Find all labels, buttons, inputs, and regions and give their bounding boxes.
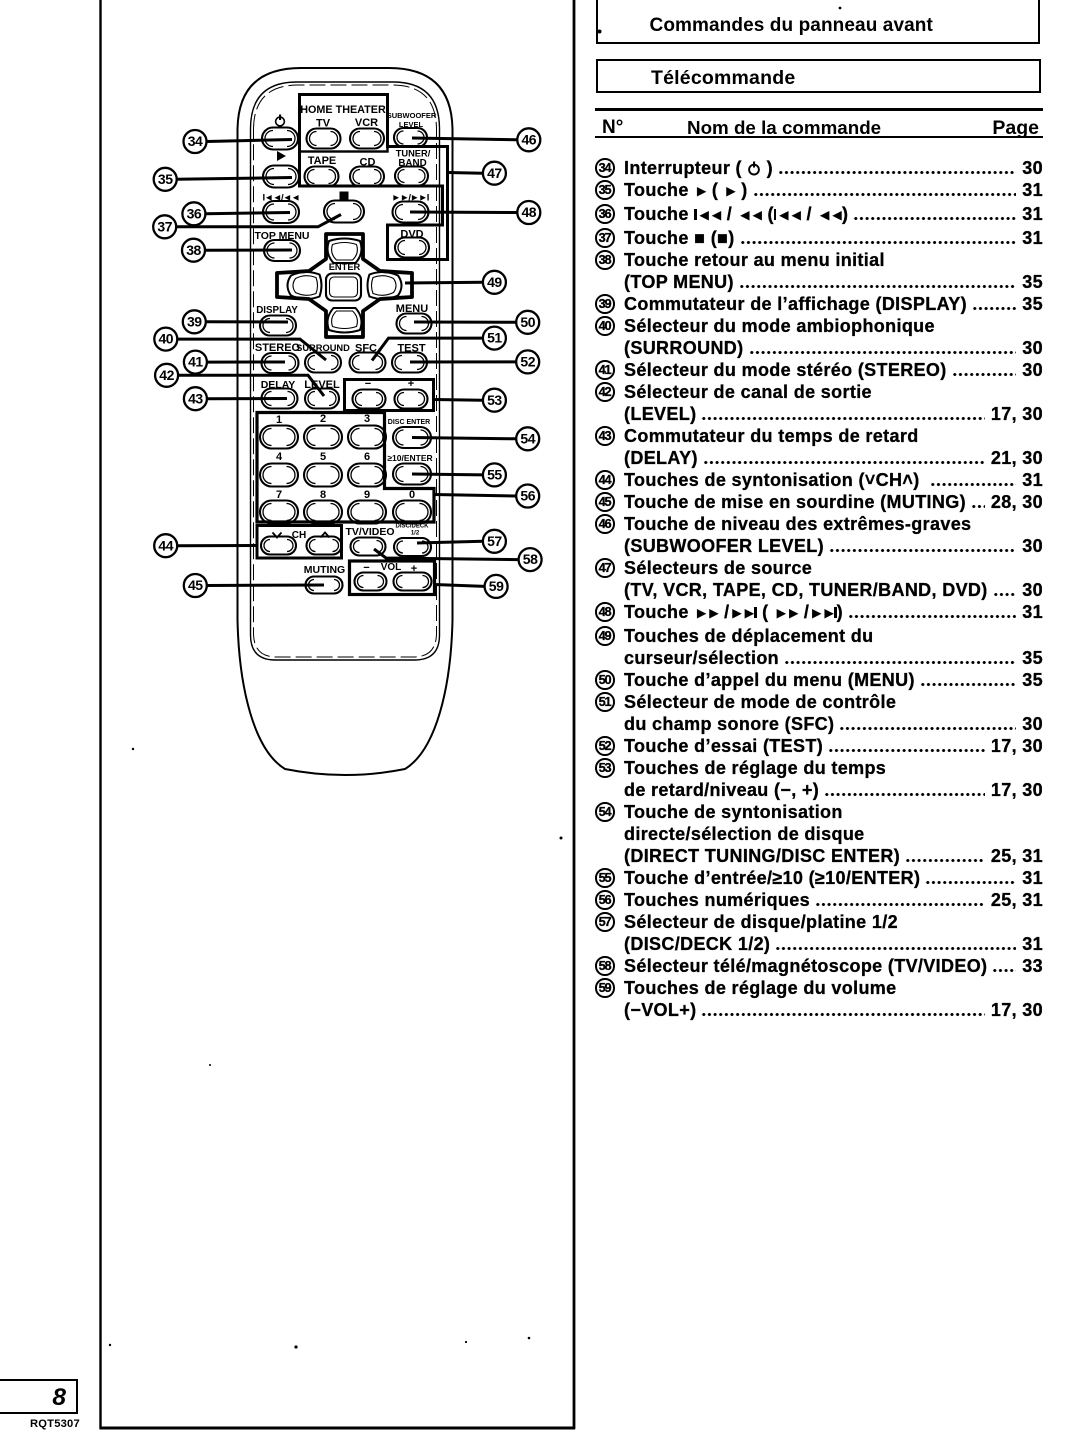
svg-text:HOME THEATER: HOME THEATER	[300, 104, 386, 116]
svg-text:37: 37	[157, 218, 172, 234]
svg-text:0: 0	[409, 489, 415, 501]
svg-text:44: 44	[158, 537, 173, 553]
svg-text:5: 5	[320, 451, 326, 463]
svg-text:53: 53	[487, 392, 502, 408]
svg-text:51: 51	[487, 330, 502, 346]
svg-text:35: 35	[158, 171, 173, 187]
svg-text:54: 54	[520, 430, 535, 446]
svg-text:3: 3	[364, 413, 370, 425]
svg-text:−: −	[365, 378, 371, 390]
svg-text:DVD: DVD	[400, 229, 423, 241]
svg-text:TV/VIDEO: TV/VIDEO	[345, 526, 394, 538]
svg-text:SUBWOOFER: SUBWOOFER	[387, 111, 437, 120]
svg-text:CH: CH	[292, 530, 306, 541]
svg-text:6: 6	[364, 451, 370, 463]
svg-text:4: 4	[276, 451, 283, 463]
svg-text:9: 9	[364, 489, 370, 501]
svg-text:41: 41	[188, 354, 203, 370]
svg-text:SURROUND: SURROUND	[296, 343, 350, 353]
svg-text:DISC/DECK: DISC/DECK	[395, 524, 429, 530]
svg-text:52: 52	[520, 354, 535, 370]
svg-text:46: 46	[522, 131, 537, 147]
svg-text:STEREO: STEREO	[255, 342, 301, 354]
svg-text:VOL: VOL	[381, 562, 402, 573]
svg-text:CD: CD	[360, 157, 376, 169]
svg-text:TAPE: TAPE	[308, 155, 337, 167]
svg-text:MUTING: MUTING	[304, 564, 345, 576]
svg-text:39: 39	[187, 313, 202, 329]
svg-text:45: 45	[188, 577, 203, 593]
svg-text:49: 49	[487, 274, 502, 290]
svg-text:40: 40	[159, 331, 174, 347]
svg-text:38: 38	[186, 242, 201, 258]
svg-text:48: 48	[522, 204, 537, 220]
svg-text:+: +	[408, 378, 414, 390]
svg-text:TUNER/: TUNER/	[396, 149, 431, 159]
svg-text:36: 36	[187, 205, 202, 221]
svg-text:DELAY: DELAY	[261, 379, 296, 391]
svg-text:SFC: SFC	[355, 343, 377, 355]
svg-text:55: 55	[487, 467, 502, 483]
svg-text:TEST: TEST	[397, 343, 425, 355]
svg-text:I◄◄/◄◄: I◄◄/◄◄	[263, 193, 300, 204]
svg-text:34: 34	[188, 133, 203, 149]
svg-text:42: 42	[159, 367, 174, 383]
svg-text:DISPLAY: DISPLAY	[256, 305, 298, 316]
svg-text:≥10/ENTER: ≥10/ENTER	[387, 453, 432, 463]
svg-text:TOP MENU: TOP MENU	[254, 230, 309, 242]
svg-text:LEVEL: LEVEL	[399, 120, 424, 129]
svg-text:LEVEL: LEVEL	[304, 379, 340, 391]
svg-text:+: +	[411, 563, 417, 575]
svg-text:2: 2	[320, 413, 326, 425]
svg-text:BAND: BAND	[398, 158, 426, 169]
svg-text:TV: TV	[316, 118, 331, 130]
svg-text:56: 56	[520, 488, 535, 504]
svg-text:1/2: 1/2	[411, 531, 420, 537]
svg-text:−: −	[363, 562, 369, 574]
svg-text:7: 7	[276, 489, 282, 501]
svg-text:►►/►►I: ►►/►►I	[392, 193, 429, 204]
svg-text:MENU: MENU	[396, 303, 428, 315]
svg-text:58: 58	[523, 551, 538, 567]
svg-text:DISC ENTER: DISC ENTER	[388, 419, 430, 426]
svg-text:50: 50	[520, 314, 535, 330]
svg-text:57: 57	[487, 533, 502, 549]
svg-text:ENTER: ENTER	[329, 262, 361, 272]
svg-text:47: 47	[487, 165, 502, 181]
svg-text:8: 8	[320, 489, 326, 501]
svg-text:43: 43	[188, 390, 203, 406]
svg-text:59: 59	[489, 578, 504, 594]
svg-text:1: 1	[276, 414, 282, 426]
svg-text:VCR: VCR	[355, 117, 378, 129]
